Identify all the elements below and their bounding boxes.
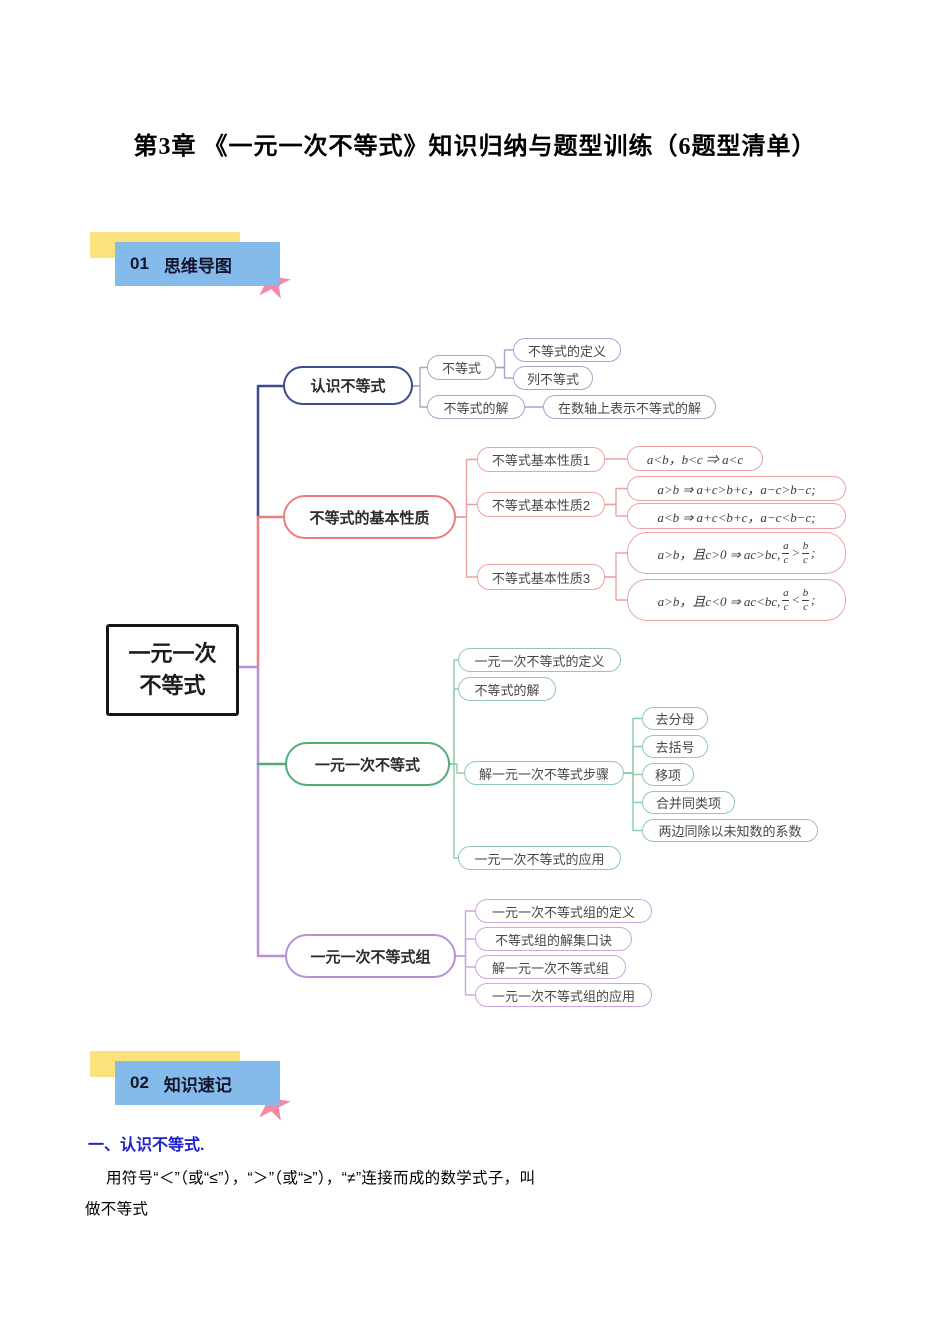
section-number: 01 xyxy=(130,254,149,273)
formula-post: ; xyxy=(811,545,816,560)
section-label: 思维导图 xyxy=(163,256,232,276)
node-renshi-budengshi: 认识不等式 xyxy=(283,366,413,405)
node-step-qufenmu: 去分母 xyxy=(642,707,708,730)
node-jiben-xingzhi: 不等式的基本性质 xyxy=(283,495,456,539)
node-step-yixiang: 移项 xyxy=(642,763,694,786)
notes-paragraph-line1: 用符号“＜”（或“≤”），“＞”（或“≥”），“≠”连接而成的数学式子，叫 xyxy=(106,1170,536,1187)
formula-transitivity: a<b，b<c ⇒ a<c xyxy=(627,446,763,471)
notes-heading: 一、认识不等式. xyxy=(88,1137,205,1154)
node-bdsz-dingyi: 一元一次不等式组的定义 xyxy=(475,899,652,923)
node-budengshi-jie: 不等式的解 xyxy=(427,395,525,419)
root-line2: 不等式 xyxy=(139,673,206,698)
node-xingzhi-3: 不等式基本性质3 xyxy=(477,564,605,590)
node-yiyuan-budengshi: 一元一次不等式 xyxy=(285,742,450,786)
node-xingzhi-2: 不等式基本性质2 xyxy=(477,492,605,517)
page-title: 第3章 《一元一次不等式》知识归纳与题型训练（6题型清单） xyxy=(133,134,817,160)
section-label: 知识速记 xyxy=(163,1075,232,1095)
formula-add-gt: a>b ⇒ a+c>b+c，a−c>b−c; xyxy=(627,476,846,501)
node-jie-bdsz: 解一元一次不等式组 xyxy=(475,955,626,979)
formula-pre: a>b，且c>0 ⇒ ac>bc, xyxy=(657,546,781,562)
formula-post: ; xyxy=(811,592,816,607)
mindmap-root-node: 一元一次 不等式 xyxy=(106,624,239,716)
node-step-qukuohao: 去括号 xyxy=(642,735,708,758)
node-budengshi: 不等式 xyxy=(427,355,496,380)
node-xingzhi-1: 不等式基本性质1 xyxy=(477,447,605,472)
node-bdsz-yingyong: 一元一次不等式组的应用 xyxy=(475,983,652,1007)
node-budengshi-dingyi: 不等式的定义 xyxy=(513,338,621,362)
formula-op: < xyxy=(791,592,801,607)
root-line1: 一元一次 xyxy=(128,641,217,667)
section-number: 02 xyxy=(130,1073,149,1092)
formula-add-lt: a<b ⇒ a+c<b+c，a−c<b−c; xyxy=(627,503,846,529)
node-yybds-yingyong: 一元一次不等式的应用 xyxy=(458,846,621,870)
node-step-hebing: 合并同类项 xyxy=(642,791,735,814)
node-yybds-dingyi: 一元一次不等式的定义 xyxy=(458,648,621,672)
node-budengshizu: 一元一次不等式组 xyxy=(285,934,456,978)
formula-pre: a>b，且c<0 ⇒ ac<bc, xyxy=(657,593,781,609)
section-02-header: 02 知识速记 xyxy=(115,1061,280,1105)
node-jie-buzhou: 解一元一次不等式步骤 xyxy=(464,761,624,785)
node-bdsz-koujue: 不等式组的解集口诀 xyxy=(475,927,632,951)
formula-op: > xyxy=(791,545,801,560)
node-lie-budengshi: 列不等式 xyxy=(513,366,593,390)
node-step-tongchu: 两边同除以未知数的系数 xyxy=(642,819,818,842)
section-01-header: 01 思维导图 xyxy=(115,242,280,286)
notes-paragraph-line2: 做不等式 xyxy=(85,1201,149,1218)
node-bds-jie: 不等式的解 xyxy=(458,677,556,701)
node-shuzhou-biaoshi: 在数轴上表示不等式的解 xyxy=(543,395,716,419)
